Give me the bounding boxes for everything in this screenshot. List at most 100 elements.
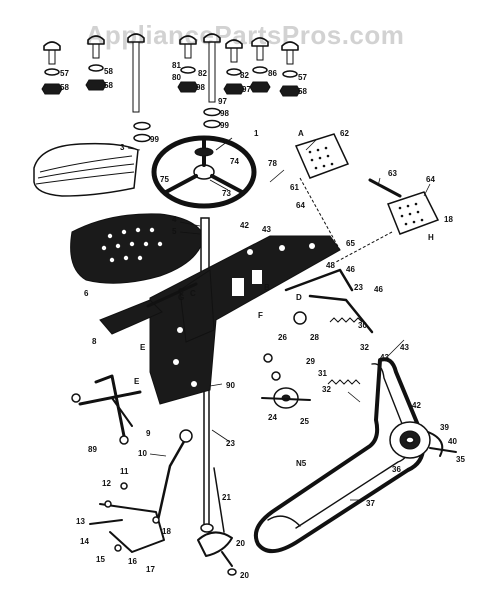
engine-pulley [389,421,457,459]
spring [327,379,361,385]
letter-label: B [264,283,270,292]
callout-label: 29 [306,357,315,366]
lock-washer [180,66,196,74]
pedal-pin [368,178,402,198]
callout-label: 4 [172,215,177,224]
callout-label: 30 [358,321,367,330]
callout-label: 23 [226,439,235,448]
callout-label: 39 [440,423,449,432]
callout-label: 6 [84,289,89,298]
callout-label: 74 [230,157,239,166]
callout-label: 25 [300,417,309,426]
letter-label: C [178,287,184,296]
callout-label: 90 [226,381,235,390]
leader-lines [127,137,431,501]
callout-label: 65 [346,239,355,248]
callout-label: 43 [380,353,389,362]
callout-label: 26 [278,333,287,342]
callout-label: 8 [92,337,97,346]
callout-label: 89 [88,445,97,454]
callout-label: 18 [444,215,453,224]
carriage-bolt [225,39,243,63]
seat-pan [70,213,205,284]
callout-label: 37 [366,499,375,508]
callout-label: 97 [242,85,251,94]
hex-nut [41,83,63,95]
callout-label: 3 [120,143,125,152]
callout-label: 78 [268,159,277,168]
callout-label: 99 [220,121,229,130]
callout-label: 40 [448,437,457,446]
carriage-bolt [203,33,221,103]
callout-label: 86 [268,69,277,78]
callout-label: 98 [220,109,229,118]
callout-label: 57 [298,73,307,82]
bracket-left [71,374,142,445]
carriage-bolt [281,41,299,65]
carriage-bolt [127,33,145,113]
letter-labels: A H C C E E B D F G [134,129,434,386]
letter-label: D [296,293,302,302]
callout-label: 36 [392,465,401,474]
lock-washer [282,70,298,78]
letter-label: H [428,233,434,242]
flat-washer [203,107,221,117]
callout-label: 58 [298,87,307,96]
callout-label: 5 [172,227,177,236]
callout-label: 42 [240,221,249,230]
callout-label: 98 [196,83,205,92]
callout-label: 64 [296,201,305,210]
callout-label: 64 [426,175,435,184]
flat-washer [133,121,151,131]
callout-label: 31 [318,369,327,378]
letter-label: E [134,377,140,386]
callout-label: 21 [222,493,231,502]
shift-lever [156,429,193,522]
callout-labels: 57 58 58 58 81 80 82 98 82 97 86 57 58 9… [60,61,465,580]
pedal-guide-line [299,177,393,263]
callout-label: 82 [240,71,249,80]
pedal-plate-left [99,282,198,335]
spring [329,317,363,323]
carriage-bolt [179,35,197,59]
hex-nut [85,79,107,91]
callout-label: 81 [172,61,181,70]
callout-label: 24 [268,413,277,422]
callout-label: 80 [172,73,181,82]
pedal-right-lower [387,191,440,235]
flat-washer [203,119,221,129]
callout-label: 10 [138,449,147,458]
callout-label: 14 [80,537,89,546]
callout-label: 20 [240,571,249,580]
letter-label: G [178,293,184,302]
callout-label: 99 [150,135,159,144]
callout-label: 11 [120,467,129,476]
callout-label: 75 [160,175,169,184]
letter-label: C [190,289,196,298]
callout-label: 73 [222,189,231,198]
lock-washer [252,66,268,74]
callout-label: 15 [96,555,105,564]
callout-label: 43 [262,225,271,234]
callout-label: 43 [400,343,409,352]
hex-nut [177,81,199,93]
callout-label: 1 [254,129,259,138]
lock-washer [44,68,60,76]
callout-label: 9 [146,429,151,438]
callout-label: 46 [346,265,355,274]
shift-linkage-lower [89,482,165,553]
steering-wheel [151,135,257,209]
callout-label: 57 [60,69,69,78]
callout-label: 58 [60,83,69,92]
callout-label: 97 [218,97,227,106]
callout-label: 28 [310,333,319,342]
lock-washer [88,64,104,72]
idler-pulley [261,387,311,409]
callout-label: 23 [354,283,363,292]
hex-nut [279,85,301,97]
callout-label: 32 [360,343,369,352]
linkage-right [263,268,374,385]
hardware-group-top [41,33,301,143]
callout-label: 48 [326,261,335,270]
callout-label: 63 [388,169,397,178]
